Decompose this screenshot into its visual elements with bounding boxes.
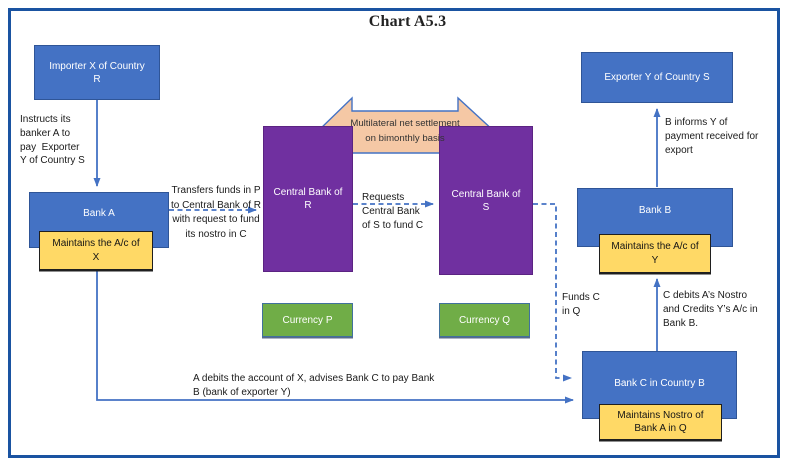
- importer-box: Importer X of Country R: [34, 45, 160, 100]
- central-bank-s-box: Central Bank of S: [439, 126, 533, 275]
- bank-b-account-note: Maintains the A/c of Y: [599, 234, 711, 273]
- bank-b-account-label: Maintains the A/c of Y: [611, 241, 699, 266]
- bank-a-account-note: Maintains the A/c of X: [39, 231, 153, 270]
- bank-c-nostro-note: Maintains Nostro of Bank A in Q: [599, 404, 722, 440]
- importer-label: Importer X of Country R: [49, 60, 145, 85]
- bank-c-label: Bank C in Country B: [614, 377, 705, 389]
- currency-p-label: Currency P: [282, 314, 333, 326]
- currency-p-box: Currency P: [262, 303, 353, 337]
- exporter-label: Exporter Y of Country S: [604, 72, 710, 83]
- annotation-requests: Requests Central Bank of S to fund C: [362, 192, 424, 231]
- page-title: Chart A5.3: [368, 13, 447, 30]
- bank-b-label: Bank B: [638, 205, 672, 216]
- annotation-transfers: Transfers funds in P to Central Bank of …: [170, 185, 262, 240]
- central-bank-s-label: Central Bank of S: [451, 188, 521, 213]
- exporter-box: Exporter Y of Country S: [581, 52, 733, 103]
- currency-q-box: Currency Q: [439, 303, 530, 337]
- annotation-advises: A debits the account of X, advises Bank …: [193, 373, 435, 398]
- bank-a-account-label: Maintains the A/c of X: [52, 238, 140, 263]
- bank-c-nostro-label: Maintains Nostro of Bank A in Q: [617, 409, 704, 435]
- annotation-informs: B informs Y of payment received for expo…: [665, 117, 759, 156]
- annotation-instructs: Instructs its banker A to pay Exporter Y…: [20, 114, 85, 167]
- annotation-credits: C debits A’s Nostro and Credits Y’s A/c …: [663, 290, 758, 329]
- diagram-border: [8, 8, 780, 458]
- central-bank-r-label: Central Bank of R: [273, 187, 343, 211]
- bank-a-label: Bank A: [83, 207, 115, 219]
- currency-q-label: Currency Q: [458, 314, 511, 326]
- annotation-funds: Funds C in Q: [562, 292, 600, 317]
- settlement-arrow-label: Multilateral net settlement on bimonthly…: [350, 118, 460, 144]
- central-bank-r-box: Central Bank of R: [263, 126, 353, 272]
